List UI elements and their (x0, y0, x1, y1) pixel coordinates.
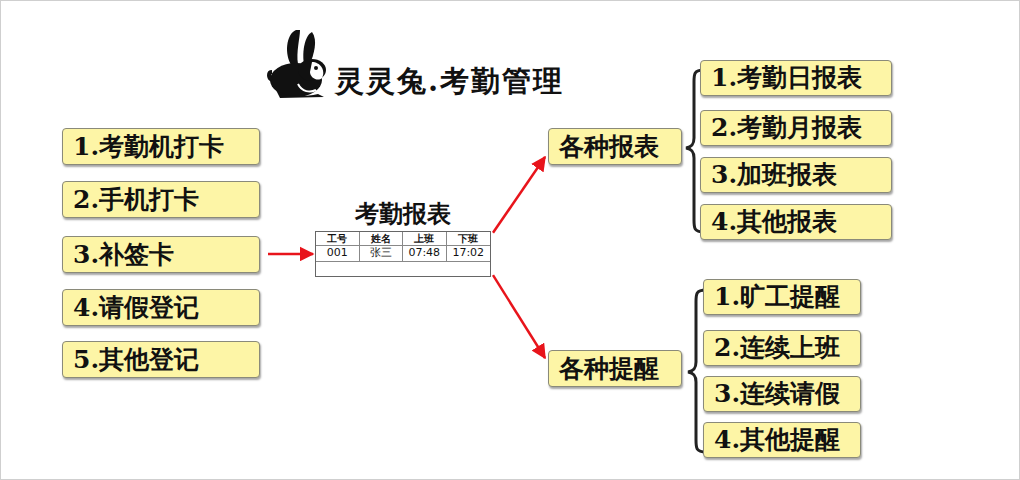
process-box: 2.考勤月报表 (700, 110, 892, 146)
table-cell: 07:48 (403, 246, 447, 262)
arrow-connector (268, 253, 313, 256)
box-label: 4.请假登记 (73, 294, 199, 322)
process-box: 各种提醒 (548, 350, 682, 387)
box-label: 1.考勤日报表 (711, 64, 862, 92)
arrow-connector (493, 157, 545, 233)
table-cell: 张三 (360, 246, 404, 262)
table-cell: 姓名 (360, 232, 404, 247)
process-box: 2.连续上班 (703, 330, 861, 366)
empty-row (316, 262, 490, 276)
table-node: 考勤报表工号姓名上班下班 001张三07:4817:02 (315, 200, 491, 277)
box-label: 5.其他登记 (73, 346, 199, 374)
box-label: 4.其他报表 (711, 208, 837, 236)
box-label: 4.其他提醒 (714, 426, 840, 454)
process-box: 5.其他登记 (62, 341, 260, 378)
table-cell: 17:02 (447, 246, 491, 262)
process-box: 3.加班报表 (700, 157, 892, 193)
box-label: 3.加班报表 (711, 161, 837, 189)
box-label: 各种报表 (559, 133, 659, 161)
table-cell: 001 (316, 246, 360, 262)
table-grid: 工号姓名上班下班 001张三07:4817:02 (315, 231, 491, 277)
process-box: 2.手机打卡 (62, 181, 260, 218)
box-label: 2.手机打卡 (73, 186, 199, 214)
process-box: 各种报表 (548, 128, 682, 165)
box-label: 3.连续请假 (714, 380, 840, 408)
table-cell: 工号 (316, 232, 360, 247)
process-box: 4.其他提醒 (703, 422, 861, 458)
process-box: 3.补签卡 (62, 236, 260, 273)
box-label: 各种提醒 (559, 355, 659, 383)
box-label: 1.旷工提醒 (714, 283, 840, 311)
process-box: 1.考勤机打卡 (62, 128, 260, 165)
diagram-title: 灵灵兔.考勤管理 (335, 62, 564, 102)
table-cell: 下班 (447, 232, 491, 247)
process-box: 1.考勤日报表 (700, 60, 892, 96)
process-box: 4.其他报表 (700, 204, 892, 240)
table-heading: 考勤报表 (315, 200, 491, 229)
arrow-connector (493, 275, 545, 358)
box-label: 2.考勤月报表 (711, 114, 862, 142)
process-box: 4.请假登记 (62, 289, 260, 326)
rabbit-logo (269, 30, 326, 98)
process-box: 1.旷工提醒 (703, 279, 861, 315)
process-box: 3.连续请假 (703, 376, 861, 412)
box-label: 1.考勤机打卡 (73, 133, 224, 161)
table-cell: 上班 (403, 232, 447, 247)
box-label: 2.连续上班 (714, 334, 840, 362)
box-label: 3.补签卡 (73, 241, 174, 269)
